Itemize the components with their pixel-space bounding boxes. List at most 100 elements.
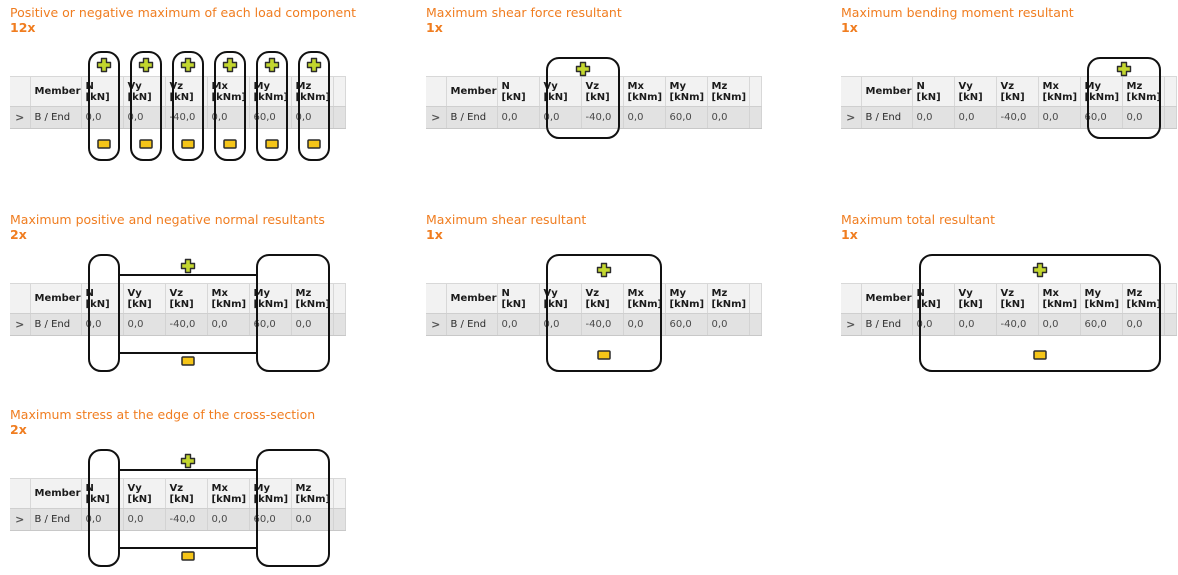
col-header-mx[interactable]: Mx[kNm] (623, 76, 666, 107)
col-header-n[interactable]: N[kN] (912, 76, 955, 107)
panel-maximum-stress-edge-cross-section: Maximum stress at the edge of the cross-… (10, 407, 350, 575)
col-header-member[interactable]: Member (861, 76, 913, 107)
col-header-mz[interactable]: Mz[kNm] (1122, 76, 1165, 107)
table-row[interactable]: > B / End 0,0 0,0 -40,0 0,0 60,0 0,0 (10, 106, 346, 129)
col-header-my[interactable]: My[kNm] (665, 283, 708, 314)
col-header-vy[interactable]: Vy[kN] (954, 283, 997, 314)
col-header-member[interactable]: Member (30, 283, 82, 314)
minus-icon (307, 139, 321, 149)
col-header-n[interactable]: N[kN] (81, 283, 124, 314)
plus-icon (138, 57, 154, 73)
col-header-mx[interactable]: Mx[kNm] (623, 283, 666, 314)
col-header-mz[interactable]: Mz[kNm] (291, 283, 334, 314)
col-header-vy[interactable]: Vy[kN] (539, 283, 582, 314)
col-header-n[interactable]: N[kN] (81, 76, 124, 107)
col-header-n[interactable]: N[kN] (81, 478, 124, 509)
table-row[interactable]: > B / End 0,0 0,0 -40,0 0,0 60,0 0,0 (426, 313, 762, 336)
results-table[interactable]: Member N[kN] Vy[kN] Vz[kN] Mx[kNm] My[kN… (10, 283, 346, 336)
col-header-mz[interactable]: Mz[kNm] (1122, 283, 1165, 314)
col-header-expander[interactable] (10, 76, 31, 107)
row-expander[interactable]: > (426, 313, 447, 336)
col-header-vz[interactable]: Vz[kN] (165, 478, 208, 509)
col-header-my[interactable]: My[kNm] (249, 76, 292, 107)
col-header-mx[interactable]: Mx[kNm] (207, 478, 250, 509)
panel-count: 1x (426, 20, 443, 35)
col-header-my[interactable]: My[kNm] (1080, 76, 1123, 107)
col-header-member[interactable]: Member (446, 76, 498, 107)
row-expander[interactable]: > (10, 313, 31, 336)
col-header-mx[interactable]: Mx[kNm] (207, 283, 250, 314)
col-header-mx[interactable]: Mx[kNm] (207, 76, 250, 107)
col-header-tail (1164, 283, 1177, 314)
row-expander[interactable]: > (841, 313, 862, 336)
panel-maximum-positive-negative-normal-resultants: Maximum positive and negative normal res… (10, 212, 350, 380)
results-table[interactable]: Member N[kN] Vy[kN] Vz[kN] Mx[kNm] My[kN… (10, 76, 346, 129)
plus-icon (264, 57, 280, 73)
table-row[interactable]: > B / End 0,0 0,0 -40,0 0,0 60,0 0,0 (426, 106, 762, 129)
col-header-expander[interactable] (426, 283, 447, 314)
col-header-tail (1164, 76, 1177, 107)
col-header-mx[interactable]: Mx[kNm] (1038, 283, 1081, 314)
cell-n: 0,0 (497, 106, 540, 129)
col-header-vy[interactable]: Vy[kN] (539, 76, 582, 107)
col-header-mz[interactable]: Mz[kNm] (707, 283, 750, 314)
col-header-vz[interactable]: Vz[kN] (996, 283, 1039, 314)
col-header-vy[interactable]: Vy[kN] (123, 76, 166, 107)
col-header-n[interactable]: N[kN] (497, 283, 540, 314)
cell-mz: 0,0 (291, 508, 334, 531)
results-table[interactable]: Member N[kN] Vy[kN] Vz[kN] Mx[kNm] My[kN… (841, 76, 1177, 129)
results-table[interactable]: Member N[kN] Vy[kN] Vz[kN] Mx[kNm] My[kN… (426, 283, 762, 336)
col-header-my[interactable]: My[kNm] (665, 76, 708, 107)
col-header-member[interactable]: Member (446, 283, 498, 314)
cell-n: 0,0 (81, 508, 124, 531)
cell-mx: 0,0 (207, 106, 250, 129)
col-header-vz[interactable]: Vz[kN] (581, 76, 624, 107)
row-expander[interactable]: > (426, 106, 447, 129)
col-header-vz[interactable]: Vz[kN] (581, 283, 624, 314)
col-header-vy[interactable]: Vy[kN] (123, 283, 166, 314)
col-header-vz[interactable]: Vz[kN] (165, 283, 208, 314)
col-header-expander[interactable] (10, 478, 31, 509)
col-header-n[interactable]: N[kN] (912, 283, 955, 314)
cell-mx: 0,0 (207, 313, 250, 336)
col-header-member[interactable]: Member (30, 478, 82, 509)
col-header-vy[interactable]: Vy[kN] (954, 76, 997, 107)
table-header-row: Member N[kN] Vy[kN] Vz[kN] Mx[kNm] My[kN… (10, 76, 346, 107)
results-table[interactable]: Member N[kN] Vy[kN] Vz[kN] Mx[kNm] My[kN… (841, 283, 1177, 336)
col-header-vy[interactable]: Vy[kN] (123, 478, 166, 509)
table-header-row: Member N[kN] Vy[kN] Vz[kN] Mx[kNm] My[kN… (426, 76, 762, 107)
col-header-mx[interactable]: Mx[kNm] (1038, 76, 1081, 107)
row-expander[interactable]: > (10, 508, 31, 531)
panel-count: 12x (10, 20, 36, 35)
cell-mz: 0,0 (1122, 313, 1165, 336)
col-header-my[interactable]: My[kNm] (249, 283, 292, 314)
col-header-my[interactable]: My[kNm] (1080, 283, 1123, 314)
minus-icon (597, 350, 611, 360)
col-header-member[interactable]: Member (30, 76, 82, 107)
results-table[interactable]: Member N[kN] Vy[kN] Vz[kN] Mx[kNm] My[kN… (10, 478, 346, 531)
col-header-expander[interactable] (841, 76, 862, 107)
col-header-mz[interactable]: Mz[kNm] (291, 478, 334, 509)
col-header-mz[interactable]: Mz[kNm] (707, 76, 750, 107)
col-header-expander[interactable] (841, 283, 862, 314)
results-table[interactable]: Member N[kN] Vy[kN] Vz[kN] Mx[kNm] My[kN… (426, 76, 762, 129)
table-row[interactable]: > B / End 0,0 0,0 -40,0 0,0 60,0 0,0 (10, 313, 346, 336)
col-header-expander[interactable] (10, 283, 31, 314)
col-header-my[interactable]: My[kNm] (249, 478, 292, 509)
col-header-expander[interactable] (426, 76, 447, 107)
col-header-vz[interactable]: Vz[kN] (996, 76, 1039, 107)
table-row[interactable]: > B / End 0,0 0,0 -40,0 0,0 60,0 0,0 (841, 313, 1177, 336)
cell-my: 60,0 (249, 313, 292, 336)
col-header-vz[interactable]: Vz[kN] (165, 76, 208, 107)
cell-member: B / End (446, 106, 498, 129)
cell-tail (749, 106, 762, 129)
row-expander[interactable]: > (841, 106, 862, 129)
table-row[interactable]: > B / End 0,0 0,0 -40,0 0,0 60,0 0,0 (10, 508, 346, 531)
diagram-area: Member N[kN] Vy[kN] Vz[kN] Mx[kNm] My[kN… (10, 250, 350, 380)
row-expander[interactable]: > (10, 106, 31, 129)
col-header-n[interactable]: N[kN] (497, 76, 540, 107)
cell-my: 60,0 (665, 106, 708, 129)
col-header-mz[interactable]: Mz[kNm] (291, 76, 334, 107)
col-header-member[interactable]: Member (861, 283, 913, 314)
table-row[interactable]: > B / End 0,0 0,0 -40,0 0,0 60,0 0,0 (841, 106, 1177, 129)
